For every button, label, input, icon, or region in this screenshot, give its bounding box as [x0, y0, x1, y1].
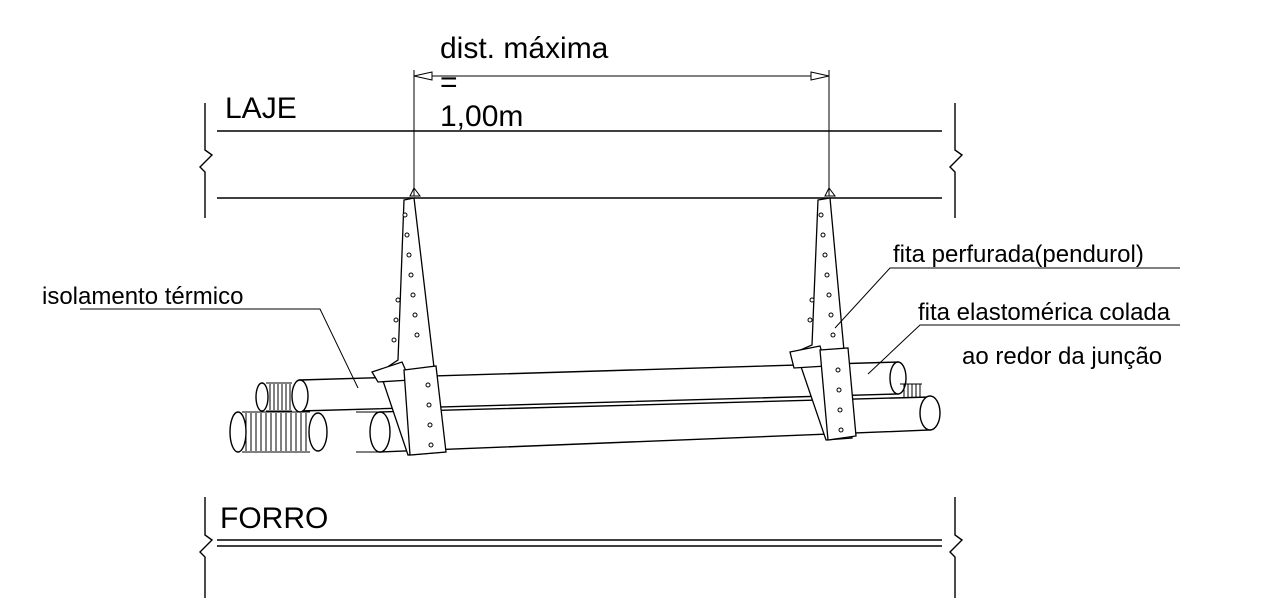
- slab-left-break-line: [199, 103, 214, 218]
- leader-tape: [867, 324, 1180, 375]
- anchor-left: [409, 187, 421, 197]
- pipe-front: [229, 395, 941, 453]
- hanger-right: [789, 187, 857, 441]
- ceiling-right-break-line: [949, 497, 964, 598]
- dimension-label-line1: dist. máxima: [440, 32, 609, 65]
- corrugated-end-back-left: [255, 382, 292, 412]
- tape-label-line2: ao redor da junção: [962, 343, 1162, 370]
- leader-strap: [834, 267, 1180, 329]
- ceiling: [199, 497, 964, 598]
- strap-right-holes: [807, 212, 844, 433]
- insulation-back-left-end: [291, 379, 309, 413]
- hanger-left: [371, 187, 447, 456]
- leaders: [80, 267, 1180, 389]
- dimension-arrow-right: [810, 71, 830, 81]
- bare-pipe-front-left: [308, 412, 328, 452]
- strap-label: fita perfurada(pendurol): [893, 241, 1144, 268]
- strap-left-holes: [391, 212, 434, 448]
- strap-left-wrap: [403, 365, 447, 456]
- insulation-back-right-end: [889, 361, 907, 395]
- strap-right-wrap: [819, 347, 857, 441]
- dimension: [413, 70, 830, 196]
- insulation-label: isolamento térmico: [42, 283, 243, 310]
- anchor-right: [824, 187, 836, 197]
- slab-right-break-line: [949, 103, 964, 218]
- slab-label: LAJE: [225, 92, 297, 125]
- corrugated-end-front-left: [229, 411, 310, 453]
- slab: [199, 103, 964, 218]
- insulation-front-left-end: [369, 411, 391, 453]
- tape-label-line1: fita elastomérica colada: [918, 299, 1171, 326]
- ceiling-label: FORRO: [220, 502, 328, 535]
- insulation-front-right-end: [919, 395, 941, 431]
- dimension-label-line2: =: [440, 66, 458, 99]
- dimension-arrow-left: [413, 71, 433, 81]
- ceiling-left-break-line: [199, 497, 214, 598]
- dimension-label-line3: 1,00m: [440, 100, 523, 133]
- pipe-back: [255, 361, 922, 413]
- leader-insulation: [80, 308, 359, 389]
